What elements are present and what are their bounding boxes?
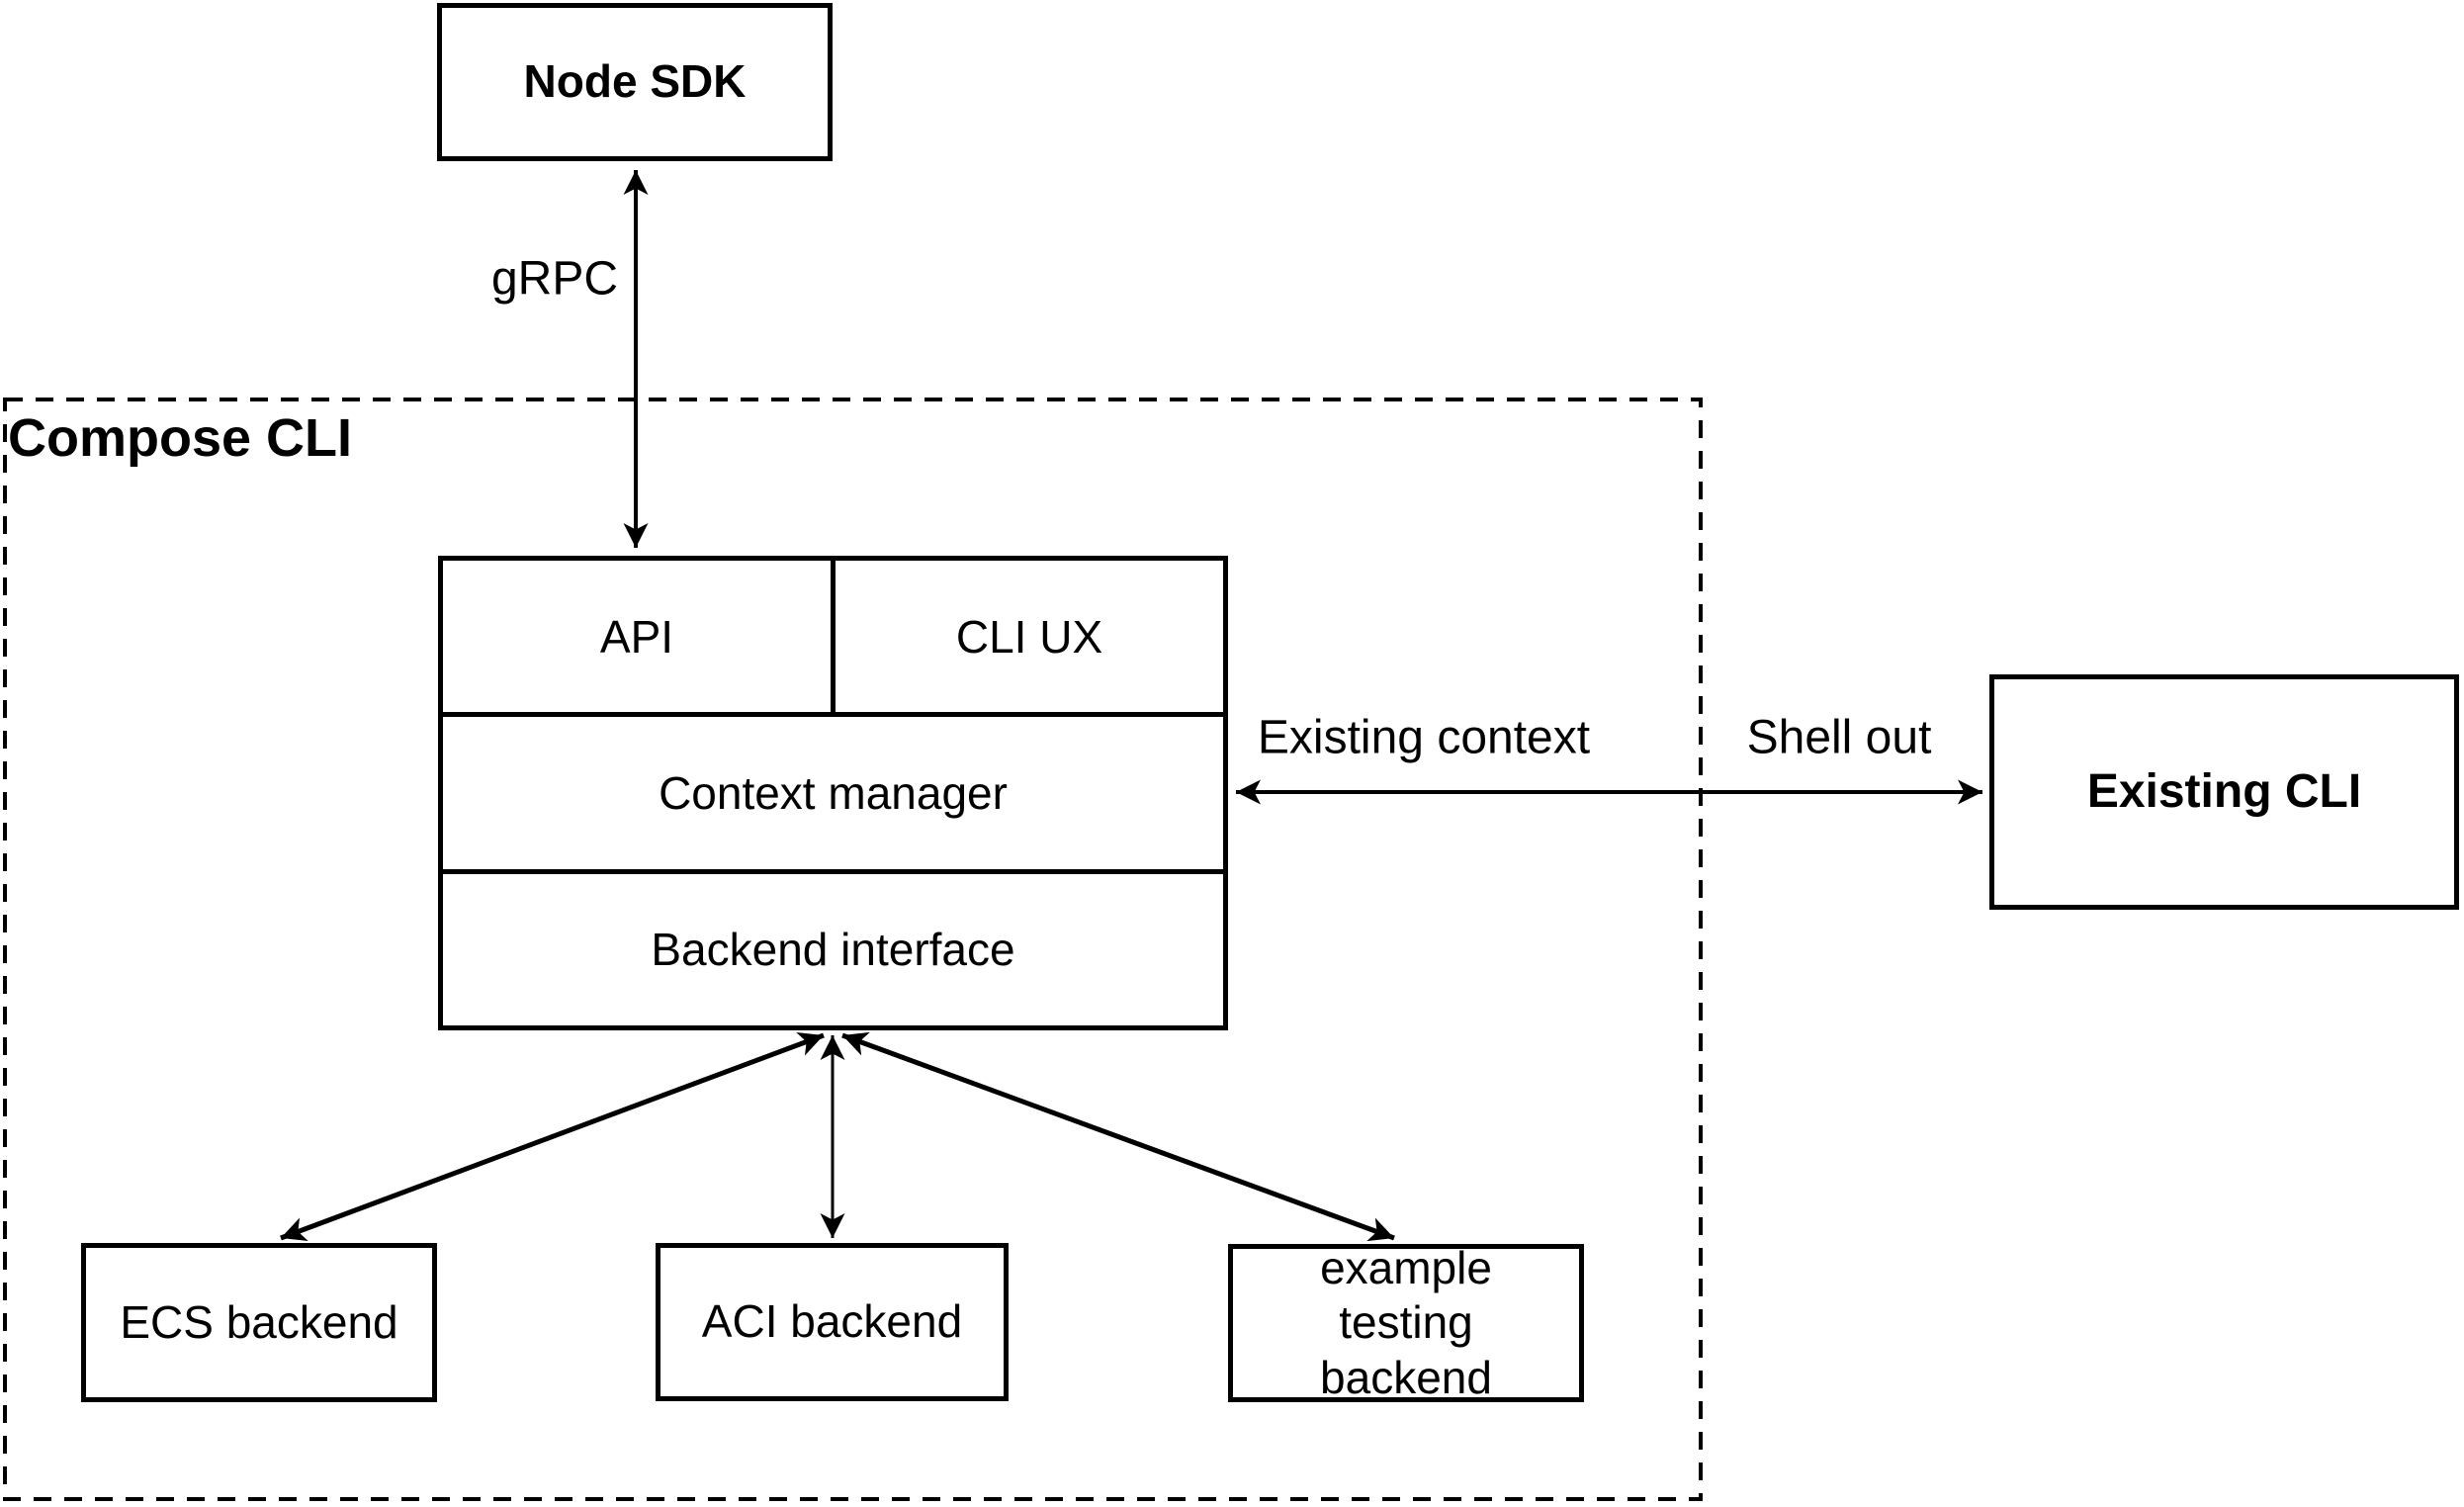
example-testing-backend-box: example testing backend [1228, 1242, 1584, 1403]
ecs-backend-box: ECS backend [81, 1243, 437, 1402]
aci-backend-box: ACI backend [656, 1243, 1009, 1401]
existing-cli-box: Existing CLI [1989, 674, 2459, 910]
aci-backend-label: ACI backend [701, 1295, 963, 1348]
node-sdk-box: Node SDK [437, 3, 833, 161]
stack-row-backend-interface: Backend interface [443, 868, 1223, 1025]
context-manager-label: Context manager [659, 766, 1008, 819]
backend-interface-label: Backend interface [651, 924, 1015, 976]
existing-context-edge-label: Existing context [1257, 711, 1591, 764]
backend-interface-box: Backend interface [443, 874, 1223, 1025]
ecs-backend-label: ECS backend [120, 1295, 398, 1348]
cli-ux-label: CLI UX [955, 610, 1103, 663]
stack-row-top: API CLI UX [443, 561, 1223, 713]
compose-cli-stack: API CLI UX Context manager Backend inter… [438, 556, 1228, 1030]
shell-out-edge-label: Shell out [1746, 711, 1932, 764]
node-sdk-label: Node SDK [523, 55, 747, 108]
backend-ecs-arrow [280, 1032, 825, 1241]
existing-cli-label: Existing CLI [2086, 765, 2362, 819]
compose-cli-boundary [3, 398, 1703, 1501]
compose-cli-container-label: Compose CLI [8, 408, 353, 468]
api-box: API [443, 561, 831, 712]
example-testing-backend-label: example testing backend [1320, 1242, 1492, 1403]
cli-ux-box: CLI UX [831, 561, 1223, 713]
backend-example-arrow [841, 1031, 1395, 1242]
grpc-edge-label: gRPC [490, 252, 619, 306]
stack-row-context-manager: Context manager [443, 712, 1223, 868]
api-label: API [599, 610, 674, 663]
context-manager-box: Context manager [443, 717, 1223, 868]
